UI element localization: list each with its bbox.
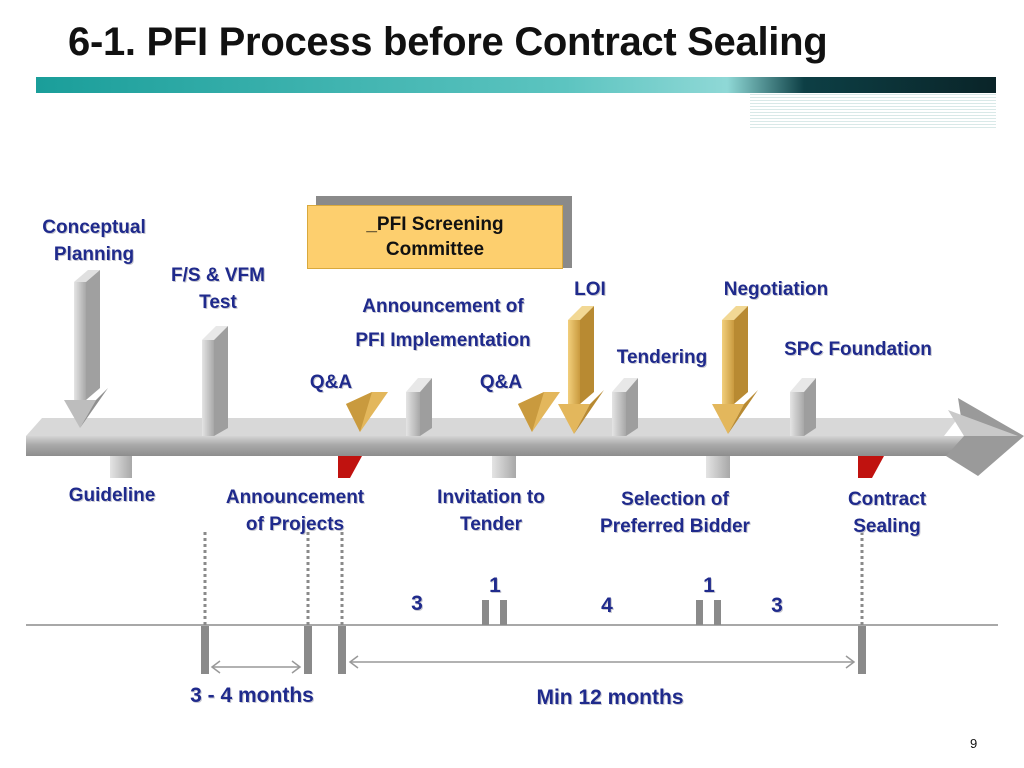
label-qa-2: Q&A — [479, 372, 523, 393]
span-label-long: Min 12 months — [536, 686, 684, 709]
label-announcement-of-pfi: Announcement of PFI Implementation — [355, 296, 531, 351]
label-spc-foundation: SPC Foundation — [784, 339, 932, 360]
header-stripes — [750, 94, 996, 128]
duration-3: 4 — [601, 594, 613, 617]
post-guideline — [110, 456, 132, 478]
label-qa-1: Q&A — [309, 372, 353, 393]
span-arrow-long — [348, 655, 856, 669]
span-label-short: 3 - 4 months — [190, 684, 314, 707]
marker-qa-2 — [518, 392, 560, 432]
label-announcement-of-projects: Announcement of Projects — [225, 487, 365, 535]
post-announcement-pfi — [406, 378, 432, 436]
arrow-conceptual-planning — [64, 270, 108, 428]
duration-5: 3 — [771, 594, 783, 617]
label-tendering: Tendering — [616, 347, 708, 368]
label-fs-vfm-test: F/S & VFM Test — [171, 265, 265, 313]
span-arrow-short — [210, 660, 302, 674]
post-invitation — [492, 456, 516, 478]
page-number: 9 — [970, 736, 978, 751]
label-invitation-to-tender: Invitation to Tender — [437, 487, 545, 535]
label-contract-sealing: Contract Sealing — [847, 489, 927, 537]
committee-box-text: _PFI Screening Committee — [366, 214, 504, 260]
label-selection-of-preferred-bidder: Selection of Preferred Bidder — [600, 489, 750, 537]
label-loi: LOI — [574, 279, 606, 300]
duration-4: 1 — [703, 574, 715, 597]
post-spc-foundation — [790, 378, 816, 436]
post-fs-vfm — [202, 326, 228, 436]
header-bar — [36, 77, 996, 93]
duration-2: 1 — [489, 574, 501, 597]
marker-contract-sealing — [858, 456, 884, 478]
label-negotiation: Negotiation — [723, 279, 829, 300]
page-title: 6-1. PFI Process before Contract Sealing — [68, 20, 828, 64]
marker-qa-1 — [346, 392, 388, 432]
duration-1: 3 — [411, 592, 423, 615]
lower-ticks — [201, 600, 866, 674]
arrow-negotiation — [712, 306, 758, 434]
arrow-loi — [558, 306, 604, 434]
label-guideline: Guideline — [68, 485, 156, 506]
timeline-bar — [26, 398, 1024, 476]
marker-announcement-projects — [338, 456, 362, 478]
post-tendering — [612, 378, 638, 436]
committee-box: _PFI Screening Committee — [307, 205, 563, 269]
label-conceptual-planning: Conceptual Planning — [42, 217, 146, 265]
post-selection — [706, 456, 730, 478]
